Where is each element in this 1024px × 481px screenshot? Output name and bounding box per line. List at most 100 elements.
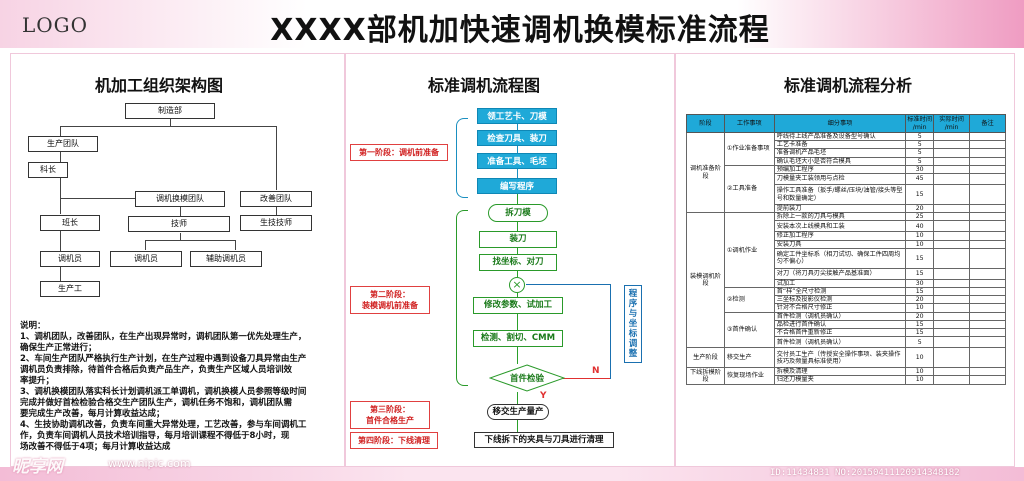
stage-cell: 装模调机阶段 bbox=[686, 212, 725, 349]
detail-cell: 确认毛坯大小是否符合模具 bbox=[773, 156, 907, 166]
connector bbox=[60, 126, 276, 127]
notes-title: 说明： bbox=[20, 321, 46, 331]
remark-cell bbox=[969, 156, 1006, 166]
act-time-cell bbox=[933, 278, 971, 289]
act-time-cell bbox=[933, 311, 971, 321]
act-time-cell bbox=[933, 140, 971, 150]
detail-cell: 提前装刀 bbox=[773, 204, 907, 214]
note-line: 作，负责车间调机人员技术培训指导，每月培训课程不得低于8小时，现 bbox=[20, 431, 290, 441]
stage-3-line1: 第三阶段： bbox=[370, 405, 410, 414]
org-box-production-worker: 生产工 bbox=[40, 281, 100, 297]
connector bbox=[60, 126, 61, 136]
first-article-diamond bbox=[489, 364, 565, 392]
connector bbox=[60, 178, 61, 198]
connector bbox=[517, 247, 518, 254]
org-box-setup-operator-2: 调机员 bbox=[110, 251, 182, 267]
note-line: 要完成生产改善，每月计算收益达成； bbox=[20, 409, 165, 419]
std-time-cell: 15 bbox=[905, 267, 935, 280]
act-time-cell bbox=[933, 148, 971, 158]
std-time-cell: 10 bbox=[905, 367, 935, 377]
std-time-cell: 30 bbox=[905, 164, 935, 175]
connector bbox=[235, 240, 236, 250]
remark-cell bbox=[969, 311, 1006, 321]
act-time-cell bbox=[933, 303, 971, 313]
detail-cell: 安装本次上线模具和工装 bbox=[773, 220, 907, 233]
detail-cell: 拆模及清理 bbox=[773, 367, 907, 377]
flow-step-inspection: 检测、割切、CMM bbox=[473, 330, 563, 347]
flow-step-modify-params: 修改参数、试加工 bbox=[473, 297, 563, 314]
program-adjust-label: 程序与坐标调整 bbox=[624, 285, 642, 363]
remark-cell bbox=[969, 375, 1006, 385]
stage-brace bbox=[456, 118, 468, 198]
header-banner: LOGO XXXX部机加快速调机换模标准流程 bbox=[0, 0, 1024, 48]
std-time-cell: 5 bbox=[905, 148, 935, 158]
remark-cell bbox=[969, 148, 1006, 158]
act-time-cell bbox=[933, 347, 971, 369]
stage-2-label: 第二阶段： 装模调机前准备 bbox=[350, 286, 430, 314]
org-box-improvement-team: 改善团队 bbox=[240, 191, 312, 207]
act-time-cell bbox=[933, 231, 971, 241]
std-time-cell: 15 bbox=[905, 328, 935, 338]
remark-cell bbox=[969, 287, 1006, 297]
std-time-cell: 10 bbox=[905, 375, 935, 385]
std-time-cell: 15 bbox=[905, 184, 935, 206]
connector bbox=[60, 152, 61, 162]
note-line: 场改善不得低于4项；每月计算收益达成 bbox=[20, 442, 171, 452]
std-time-cell: 20 bbox=[905, 295, 935, 305]
act-time-cell bbox=[933, 247, 971, 269]
table-row: ③首件确认 首件检测（调机员确认）20 bbox=[687, 311, 1006, 349]
act-time-cell bbox=[933, 212, 971, 222]
flow-step-cleanup: 下线拆下的夹具与刀具进行清理 bbox=[474, 432, 614, 448]
act-time-cell bbox=[933, 173, 971, 186]
std-time-cell: 40 bbox=[905, 220, 935, 233]
flow-step-check-tools: 检查刀具、装刀 bbox=[477, 130, 557, 146]
std-time-cell: 5 bbox=[905, 336, 935, 349]
act-time-cell bbox=[933, 336, 971, 349]
org-box-technician: 技师 bbox=[128, 216, 230, 232]
remark-cell bbox=[969, 131, 1006, 142]
act-time-cell bbox=[933, 220, 971, 233]
connector bbox=[180, 198, 181, 216]
detail-cell: 安装刀具 bbox=[773, 239, 907, 249]
remark-cell bbox=[969, 231, 1006, 241]
item-cell: ②检测 bbox=[723, 287, 775, 313]
page-title: XXXX部机加快速调机换模标准流程 bbox=[270, 13, 770, 48]
std-time-cell: 15 bbox=[905, 247, 935, 269]
remark-cell bbox=[969, 367, 1006, 377]
flow-step-remove-mold: 拆刀模 bbox=[488, 204, 548, 222]
watermark-id: ID:11434831 NO:20150411120914348182 bbox=[770, 468, 960, 478]
connector bbox=[517, 293, 518, 297]
connector bbox=[276, 126, 277, 190]
detail-cell: 针对不合格尺寸修正 bbox=[773, 303, 907, 313]
std-time-cell: 30 bbox=[905, 278, 935, 289]
analysis-title: 标准调机流程分析 bbox=[784, 76, 913, 95]
header-std-time-l2: /min bbox=[912, 123, 927, 131]
act-time-cell bbox=[933, 319, 971, 330]
detail-cell: 不合格首件重新修正 bbox=[773, 328, 907, 338]
connector bbox=[276, 207, 277, 215]
footer-strip bbox=[0, 467, 1024, 481]
item-cell: ①调机作业 bbox=[723, 212, 775, 289]
header-act-time-l2: /min bbox=[944, 123, 959, 131]
connector bbox=[517, 392, 518, 404]
connector bbox=[517, 194, 518, 204]
remark-cell bbox=[969, 278, 1006, 289]
header-item: 工作事项 bbox=[723, 114, 775, 133]
act-time-cell bbox=[933, 239, 971, 249]
detail-cell: 品检进行首件确认 bbox=[773, 319, 907, 330]
detail-cell: 归还刀模量夹 bbox=[773, 375, 907, 385]
flow-step-label: 移交生产量产 bbox=[492, 407, 544, 417]
remark-cell bbox=[969, 347, 1006, 369]
connector bbox=[170, 118, 171, 126]
act-time-cell bbox=[933, 267, 971, 280]
yes-label: Y bbox=[540, 391, 547, 401]
header-stage: 阶段 bbox=[686, 114, 725, 133]
std-time-cell: 20 bbox=[905, 204, 935, 214]
header-detail: 细分事项 bbox=[773, 114, 907, 133]
org-chart-title: 机加工组织架构图 bbox=[95, 76, 224, 95]
stage-brace bbox=[456, 210, 468, 386]
